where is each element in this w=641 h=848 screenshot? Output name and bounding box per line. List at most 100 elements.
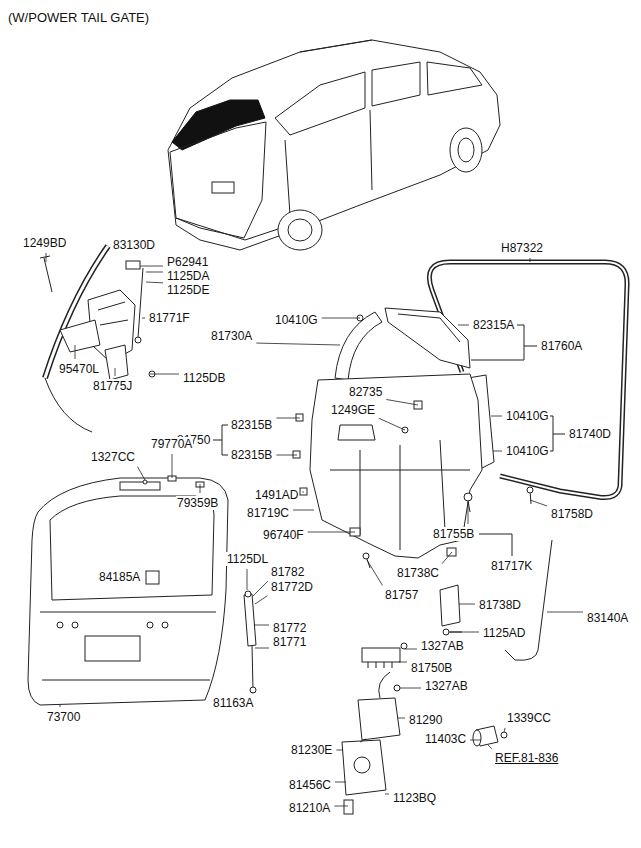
leader-line — [335, 782, 346, 783]
gas-strut — [244, 591, 256, 693]
callout-number: 1125AD — [482, 626, 526, 640]
leader-line — [367, 560, 382, 585]
vehicle-view — [168, 40, 500, 250]
leader-line — [150, 374, 179, 375]
leader-line — [470, 740, 481, 741]
callout-number: 81719C — [246, 506, 290, 520]
callout-number: 84185A — [98, 570, 141, 584]
callout-number: 79770A — [150, 437, 193, 451]
leader-line — [398, 718, 405, 719]
leader-line — [137, 467, 145, 480]
callout-number: 1125DA — [166, 269, 210, 283]
leader-line — [276, 455, 297, 456]
callout-number: 83130D — [112, 238, 156, 252]
callout-number: 1327AB — [420, 639, 465, 653]
callout-number: 81740D — [568, 427, 612, 441]
leader-line — [253, 581, 268, 596]
callout-number: 95470L — [58, 362, 100, 376]
leader-line — [547, 612, 583, 613]
callout-number: 11403C — [424, 732, 467, 746]
callout-number: 82315A — [472, 318, 515, 332]
callout-number: 81738C — [396, 566, 440, 580]
callout-number: 1339CC — [506, 711, 552, 725]
reference-note: REF.81-836 — [494, 751, 559, 765]
leader-line — [308, 532, 355, 533]
leader-line — [247, 569, 248, 590]
callout-number: 81230E — [290, 743, 333, 757]
callout-number: 1125DL — [226, 552, 269, 566]
callout-number: 1125DE — [166, 283, 210, 297]
callout-number: 82315B — [230, 418, 273, 432]
leader-line — [146, 272, 163, 273]
leader-line — [108, 250, 109, 251]
leader-line — [468, 502, 469, 524]
callout-number: 81772 — [272, 621, 307, 635]
leader-line — [254, 625, 269, 626]
leader-line — [60, 705, 61, 707]
callout-number: 1249BD — [22, 236, 67, 250]
callout-number: 81730A — [210, 329, 253, 343]
callout-number: 1249GE — [330, 403, 376, 417]
leader-line — [46, 253, 47, 262]
callout-number: 81755B — [432, 527, 475, 541]
leader-line — [75, 345, 76, 359]
callout-number: 81772D — [270, 580, 314, 594]
leader-line — [399, 662, 407, 663]
callout-number: 81456C — [288, 778, 332, 792]
callout-number: 1327CC — [90, 450, 136, 464]
leader-line — [255, 596, 268, 604]
callout-number: 81163A — [212, 696, 254, 710]
callout-number: 1327AB — [424, 679, 469, 693]
callout-number: 81750B — [410, 661, 453, 675]
tailgate-panel — [28, 476, 228, 705]
leader-line — [386, 400, 418, 405]
group-brackets — [213, 325, 565, 556]
leader-line — [115, 368, 116, 376]
leader-line — [253, 692, 254, 693]
leader-line — [491, 416, 502, 417]
callout-number: 81717K — [490, 559, 533, 573]
leader-line — [530, 258, 531, 262]
callout-number: 96740F — [262, 528, 305, 542]
callout-number: H87322 — [500, 241, 544, 255]
leader-line — [504, 728, 505, 732]
callout-number: 10410G — [505, 409, 550, 423]
callout-number: 83140A — [586, 611, 629, 625]
callout-number: 10410G — [274, 313, 319, 327]
hinge-cluster — [40, 246, 155, 432]
trim-parts — [293, 262, 627, 558]
leader-line — [450, 632, 479, 633]
callout-number: 81775J — [92, 379, 133, 393]
leader-line — [493, 451, 502, 452]
leader-line — [488, 745, 492, 749]
callout-number: 82735 — [348, 385, 383, 399]
leader-line — [140, 266, 163, 267]
leader-line — [459, 604, 475, 605]
callout-number: 1123BQ — [392, 791, 437, 805]
leader-line — [379, 418, 405, 430]
callout-number: 81210A — [288, 801, 331, 815]
leader-line — [336, 750, 343, 751]
callout-number: 81782 — [270, 565, 305, 579]
leader-line — [400, 688, 421, 689]
leader-line — [172, 454, 173, 478]
leader-line — [458, 325, 469, 326]
callout-number: 1125DB — [182, 371, 226, 385]
callout-number: 81757 — [384, 588, 419, 602]
callout-number: 81771F — [148, 311, 191, 325]
leader-line — [200, 484, 201, 493]
callout-number: 10410G — [505, 444, 550, 458]
callout-number: 1491AD — [254, 488, 299, 502]
callout-number: 81771 — [272, 635, 307, 649]
leader-line — [276, 418, 300, 419]
leader-line — [293, 510, 314, 511]
leader-line — [255, 648, 269, 649]
callout-number: 81760A — [540, 339, 583, 353]
leader-line — [256, 343, 340, 345]
callout-number: 81290 — [408, 713, 443, 727]
diagram-title: (W/POWER TAIL GATE) — [8, 10, 149, 25]
callout-number: P62941 — [166, 255, 209, 269]
leader-line — [334, 806, 348, 807]
leader-line — [385, 794, 389, 795]
